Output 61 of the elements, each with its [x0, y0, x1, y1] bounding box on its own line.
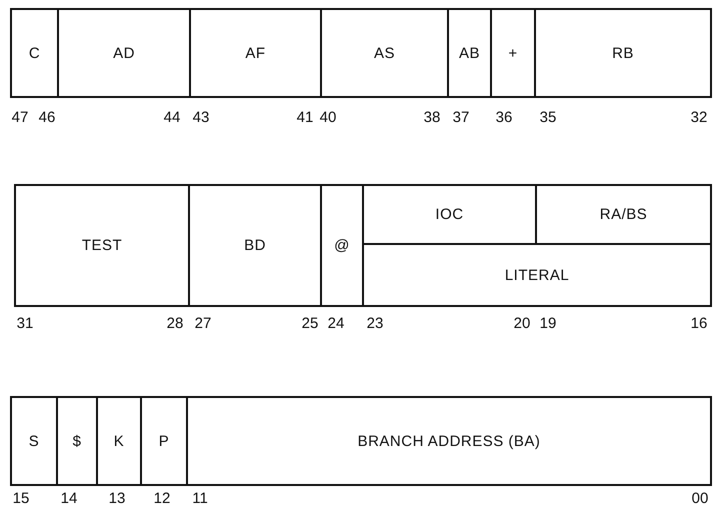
field-name: + [508, 44, 518, 62]
bit-field-box [140, 396, 188, 486]
bit-field-box [320, 8, 449, 98]
bit-number: 00 [692, 490, 708, 507]
bit-number: 28 [166, 315, 184, 332]
bit-field-box [534, 8, 712, 98]
bit-field-box [14, 184, 190, 307]
bit-number: 14 [60, 490, 78, 507]
bit-field-box [535, 184, 712, 245]
field-name: AF [245, 44, 266, 62]
bit-field-box [57, 8, 191, 98]
bit-number: 32 [690, 109, 708, 126]
field-name: P [158, 432, 170, 450]
bit-number: 27 [194, 315, 212, 332]
bit-number: 46 [38, 109, 56, 126]
bit-field-box [490, 8, 536, 98]
bit-number: 19 [540, 315, 556, 332]
bit-number: 16 [690, 315, 708, 332]
bit-number: 31 [16, 315, 34, 332]
bit-number: 35 [540, 109, 556, 126]
bit-field-box [10, 8, 59, 98]
bit-field-box [56, 396, 98, 486]
bit-number: 47 [12, 109, 28, 126]
bit-number: 11 [192, 490, 208, 507]
field-name: AD [113, 44, 135, 62]
bit-number: 15 [12, 490, 30, 507]
bit-number: 38 [424, 109, 440, 126]
bit-number: 25 [302, 315, 318, 332]
bit-field-box [96, 396, 142, 486]
bit-number: 43 [192, 109, 210, 126]
bit-field-box [10, 396, 58, 486]
bit-number: 12 [154, 490, 170, 507]
bit-number: 20 [514, 315, 530, 332]
field-name: AB [458, 44, 480, 62]
bit-number: 36 [496, 109, 512, 126]
field-name: IOC [435, 206, 464, 223]
bit-number: 13 [108, 490, 126, 507]
field-name: S [28, 432, 40, 450]
bit-field-box [189, 8, 322, 98]
bit-field-box [362, 243, 712, 307]
bit-number: 24 [328, 315, 344, 332]
field-name: RA/BS [600, 206, 648, 223]
bit-number: 40 [320, 109, 336, 126]
bit-number: 37 [452, 109, 470, 126]
field-name: RB [612, 44, 634, 62]
bit-field-box [186, 396, 712, 486]
bit-number: 44 [164, 109, 180, 126]
field-name: $ [72, 432, 82, 450]
field-name: C [28, 44, 40, 62]
bit-number: 41 [296, 109, 314, 126]
field-name: K [114, 432, 124, 450]
bit-number: 23 [366, 315, 384, 332]
bit-field-box [188, 184, 322, 307]
field-name: BRANCH ADDRESS (BA) [358, 432, 540, 450]
bit-field-box [320, 184, 364, 307]
bit-field-box [447, 8, 492, 98]
field-name: LITERAL [504, 266, 570, 284]
field-name: TEST [82, 237, 122, 254]
field-name: AS [374, 44, 395, 62]
field-name: BD [244, 237, 266, 254]
field-name: @ [334, 237, 350, 254]
